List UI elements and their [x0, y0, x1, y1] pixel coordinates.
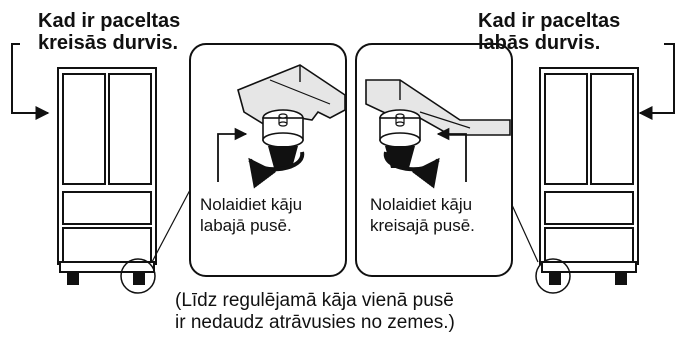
left-direction-arrow-icon — [217, 127, 248, 182]
right-arrow-icon — [638, 43, 675, 120]
right-rotation-arrow-icon — [383, 151, 440, 189]
right-callout-line — [511, 204, 539, 263]
left-title: Kad ir paceltas kreisās durvis. — [38, 10, 181, 54]
left-fridge — [57, 67, 157, 285]
right-direction-arrow-icon — [436, 127, 467, 182]
left-foot-highlight-circle — [120, 258, 156, 294]
right-fridge — [539, 67, 639, 285]
footnote: (Līdz regulējamā kāja vienā pusē ir neda… — [175, 290, 455, 333]
right-detail-panel — [355, 43, 513, 277]
left-rotation-arrow-icon — [248, 151, 305, 189]
right-instruction: Nolaidiet kāju kreisajā pusē. — [370, 195, 475, 235]
right-title: Kad ir paceltas labās durvis. — [478, 10, 621, 54]
left-callout-line — [151, 189, 191, 263]
right-foot-highlight-circle — [535, 258, 571, 294]
left-instruction: Nolaidiet kāju labajā pusē. — [200, 195, 303, 235]
right-adjustable-foot-icon — [379, 109, 421, 168]
left-arrow-icon — [11, 43, 50, 120]
left-adjustable-foot-icon — [262, 109, 304, 168]
left-detail-panel — [189, 43, 347, 277]
